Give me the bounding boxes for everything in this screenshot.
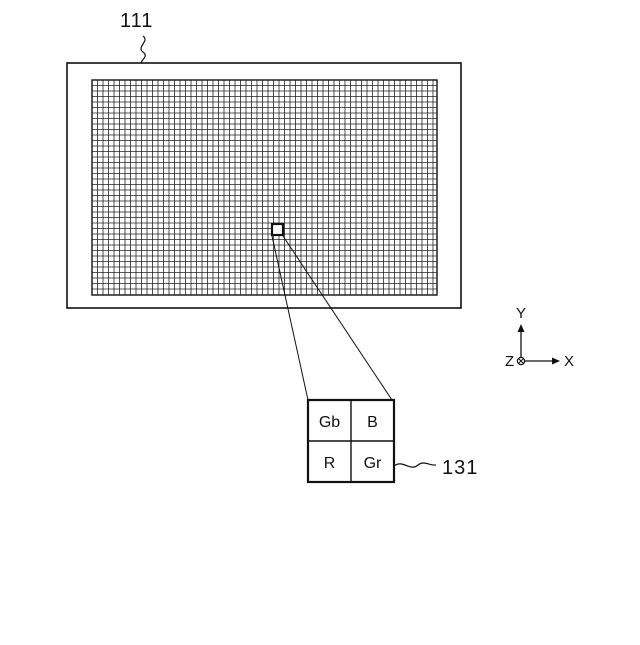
y-axis-label: Y [516,305,526,322]
pixel-unit-ref-label: 131 [442,457,478,479]
sensor-ref-label: 111 [120,10,153,32]
pixel-unit-ref-leader [394,463,436,467]
sensor-ref-leader [141,36,145,65]
y-axis-arrowhead [518,324,525,332]
axis-indicator: Y X Z [505,305,574,370]
pixel-unit-enlarged: Gb B R Gr [308,400,394,482]
cell-b: B [367,414,378,431]
cell-r: R [324,455,336,472]
cell-gb: Gb [319,414,340,431]
x-axis-label: X [564,353,574,370]
highlighted-pixel-unit [272,224,283,235]
x-axis-arrowhead [552,358,560,365]
z-axis-label: Z [505,353,514,370]
cell-gr: Gr [364,455,382,472]
pixel-array [92,80,437,295]
